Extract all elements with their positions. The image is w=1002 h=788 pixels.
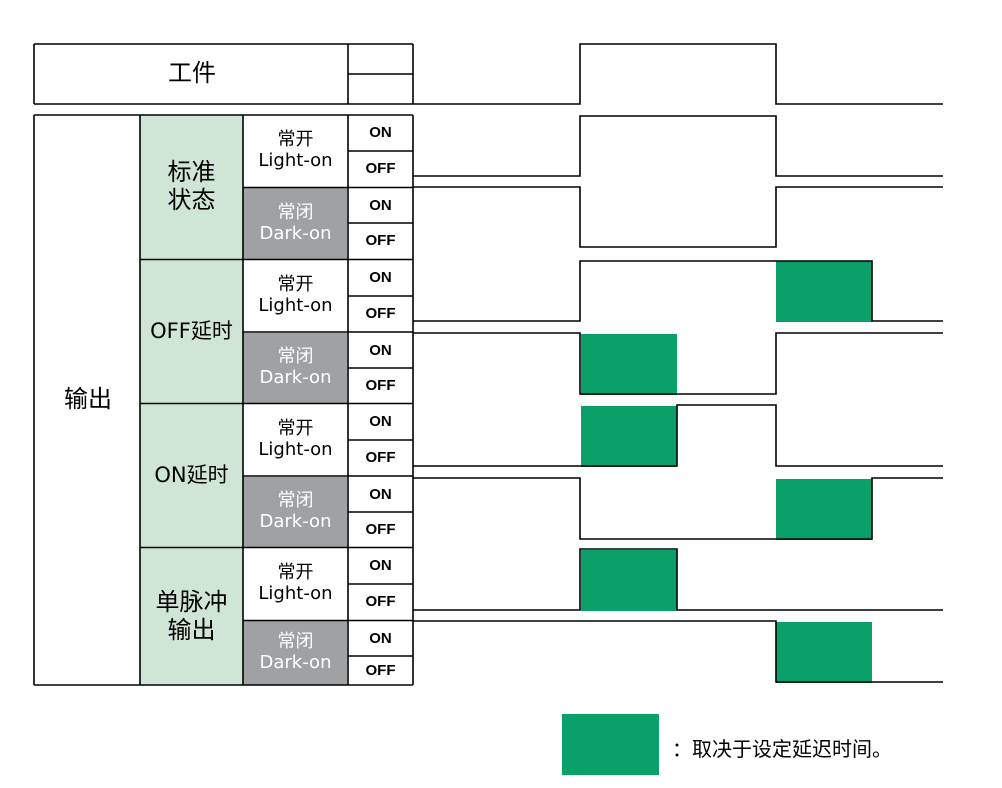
- group-bg-one-shot: [140, 548, 243, 685]
- state-on: ON: [369, 269, 392, 287]
- group-bg-on-delay: [140, 404, 243, 547]
- group-label-on-delay: ON延时: [154, 463, 229, 488]
- mode-light-on: 常开 Light-on: [258, 274, 333, 316]
- wave-standard-no: [413, 115, 943, 177]
- group-bg-off-delay: [140, 260, 243, 403]
- state-off: OFF: [365, 160, 396, 178]
- state-on: ON: [369, 124, 392, 142]
- mode-light-on: 常开 Light-on: [258, 129, 333, 171]
- mode-dark-on: 常闭 Dark-on: [259, 201, 332, 244]
- wave-one-shot-nc: [413, 620, 943, 683]
- workpiece-label: 工件: [168, 59, 216, 88]
- output-label: 输出: [64, 385, 112, 414]
- state-off: OFF: [365, 661, 396, 679]
- group-bg-standard: [140, 115, 243, 259]
- delay-block: [581, 550, 677, 611]
- wave-workpiece: [413, 43, 943, 105]
- dark-bg-4: [243, 621, 347, 685]
- mode-light-on: 常开 Light-on: [258, 562, 333, 604]
- delay-block: [776, 261, 872, 322]
- wave-standard-nc: [413, 186, 943, 248]
- state-on: ON: [369, 629, 392, 647]
- state-on: ON: [369, 341, 392, 359]
- state-on: ON: [369, 557, 392, 575]
- dark-bg-2: [243, 333, 347, 403]
- state-on: ON: [369, 196, 392, 214]
- mode-dark-on: 常闭 Dark-on: [259, 346, 332, 388]
- wave-off-delay-nc: [413, 332, 943, 395]
- state-off: OFF: [365, 232, 396, 250]
- mode-dark-on: 常闭 Dark-on: [259, 490, 332, 532]
- group-label-standard: 标准 状态: [167, 158, 216, 214]
- state-on: ON: [369, 485, 392, 503]
- mode-dark-on: 常闭 Dark-on: [259, 631, 332, 673]
- group-label-one-shot: 单脉冲 输出: [155, 587, 228, 644]
- legend-text: ：取决于设定延迟时间。: [672, 737, 892, 761]
- state-off: OFF: [365, 593, 396, 611]
- wave-off-delay-no: [413, 260, 943, 322]
- state-on: ON: [369, 413, 392, 431]
- state-off: OFF: [365, 305, 396, 323]
- dark-bg-1: [243, 188, 347, 259]
- mode-light-on: 常开 Light-on: [258, 418, 333, 460]
- wave-on-delay-no: [413, 404, 943, 467]
- group-label-off-delay: OFF延时: [150, 319, 233, 344]
- delay-block: [581, 334, 677, 395]
- state-off: OFF: [365, 520, 396, 538]
- legend-swatch: [562, 714, 659, 775]
- state-off: OFF: [365, 449, 396, 467]
- state-off: OFF: [365, 376, 396, 394]
- delay-block: [581, 406, 677, 467]
- dark-bg-3: [243, 477, 347, 547]
- delay-block: [776, 479, 872, 540]
- wave-one-shot-no: [413, 548, 943, 611]
- wave-on-delay-nc: [413, 477, 943, 540]
- delay-block: [776, 622, 872, 683]
